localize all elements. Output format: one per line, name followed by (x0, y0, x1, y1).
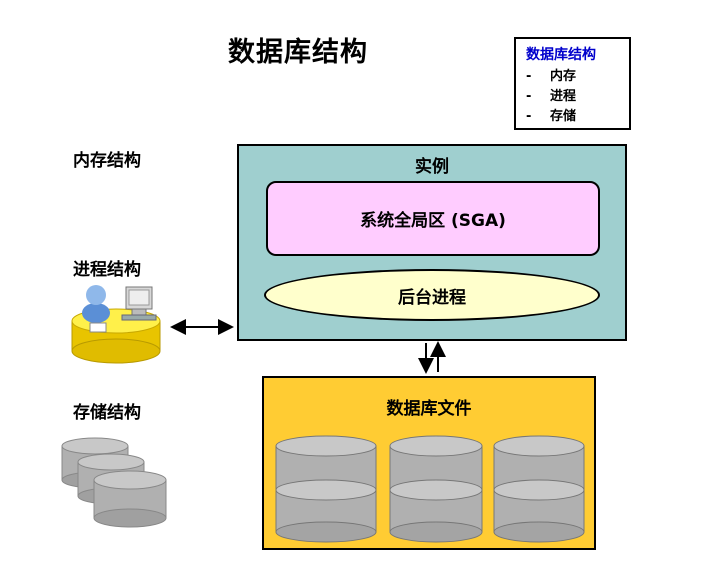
legend-box: 数据库结构 - 内存 - 进程 - 存储 (514, 37, 631, 130)
page-title: 数据库结构 (228, 37, 368, 68)
legend-item-label: 存储 (550, 109, 577, 124)
database-cylinder-group (275, 435, 585, 543)
database-files-box: 数据库文件 (262, 376, 596, 550)
legend-dash: - (526, 69, 532, 84)
disk-stack-icon (61, 437, 167, 528)
storage-structure-label: 存储结构 (73, 403, 141, 423)
legend-item-process: - 进程 (526, 87, 629, 107)
sga-label: 系统全局区 (SGA) (360, 211, 506, 231)
database-cylinder-icon (275, 435, 377, 543)
database-files-label: 数据库文件 (386, 399, 472, 419)
database-cylinder-icon (493, 435, 585, 543)
legend-dash: - (526, 109, 532, 124)
legend-title: 数据库结构 (526, 47, 596, 63)
instance-label: 实例 (415, 157, 449, 177)
legend-item-label: 内存 (550, 69, 577, 84)
background-process-ellipse: 后台进程 (264, 269, 600, 321)
sga-box: 系统全局区 (SGA) (266, 181, 600, 256)
legend-item-label: 进程 (550, 89, 577, 104)
legend-item-memory: - 内存 (526, 67, 629, 87)
process-structure-label: 进程结构 (73, 260, 141, 280)
instance-box: 实例 系统全局区 (SGA) 后台进程 (237, 144, 627, 341)
legend-dash: - (526, 89, 532, 104)
database-cylinder-icon (389, 435, 483, 543)
background-process-label: 后台进程 (398, 287, 466, 308)
user-at-computer-icon (71, 285, 161, 364)
memory-structure-label: 内存结构 (73, 151, 141, 171)
legend-item-storage: - 存储 (526, 107, 629, 127)
